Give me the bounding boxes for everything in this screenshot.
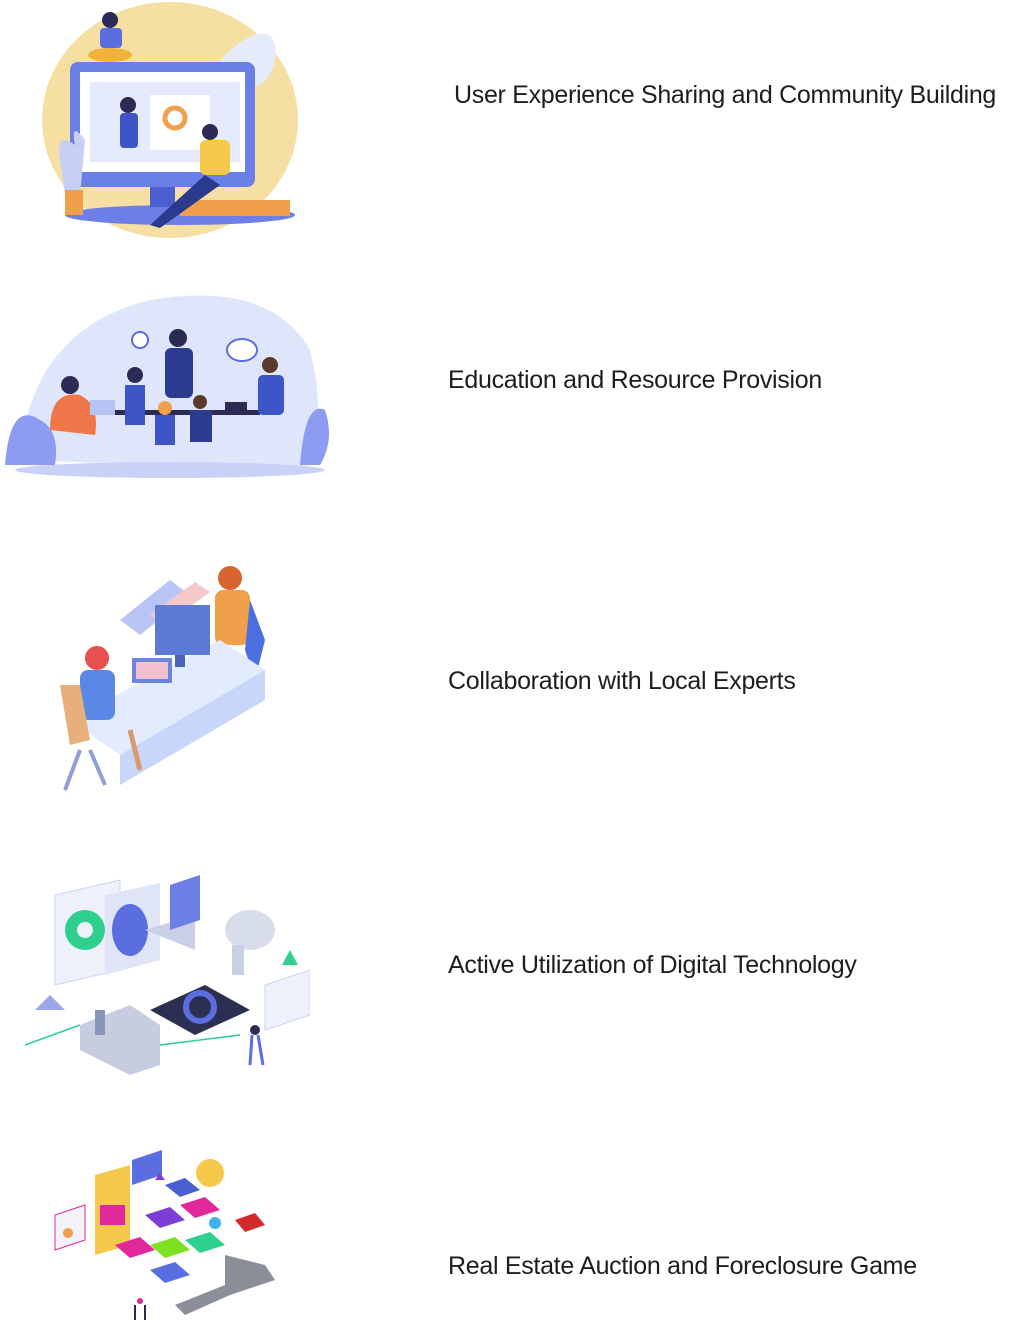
digital-technology-icon (24, 875, 310, 1075)
feature-row-community: User Experience Sharing and Community Bu… (0, 0, 1017, 245)
classroom-group-icon (5, 295, 329, 478)
feature-label: Education and Resource Provision (448, 366, 822, 394)
monitor-presentation-icon (42, 2, 298, 238)
feature-label: Collaboration with Local Experts (448, 667, 796, 695)
feature-label: Active Utilization of Digital Technology (448, 951, 857, 979)
feature-label: User Experience Sharing and Community Bu… (454, 81, 997, 109)
feature-row-collaboration: Collaboration with Local Experts (0, 560, 1017, 800)
board-game-icon (54, 1150, 275, 1320)
feature-row-education: Education and Resource Provision (0, 285, 1017, 485)
feature-row-game: Real Estate Auction and Foreclosure Game (0, 1145, 1017, 1322)
feature-label: Real Estate Auction and Foreclosure Game (448, 1252, 917, 1280)
office-collaboration-icon (60, 566, 265, 791)
feature-row-digital: Active Utilization of Digital Technology (0, 875, 1017, 1075)
